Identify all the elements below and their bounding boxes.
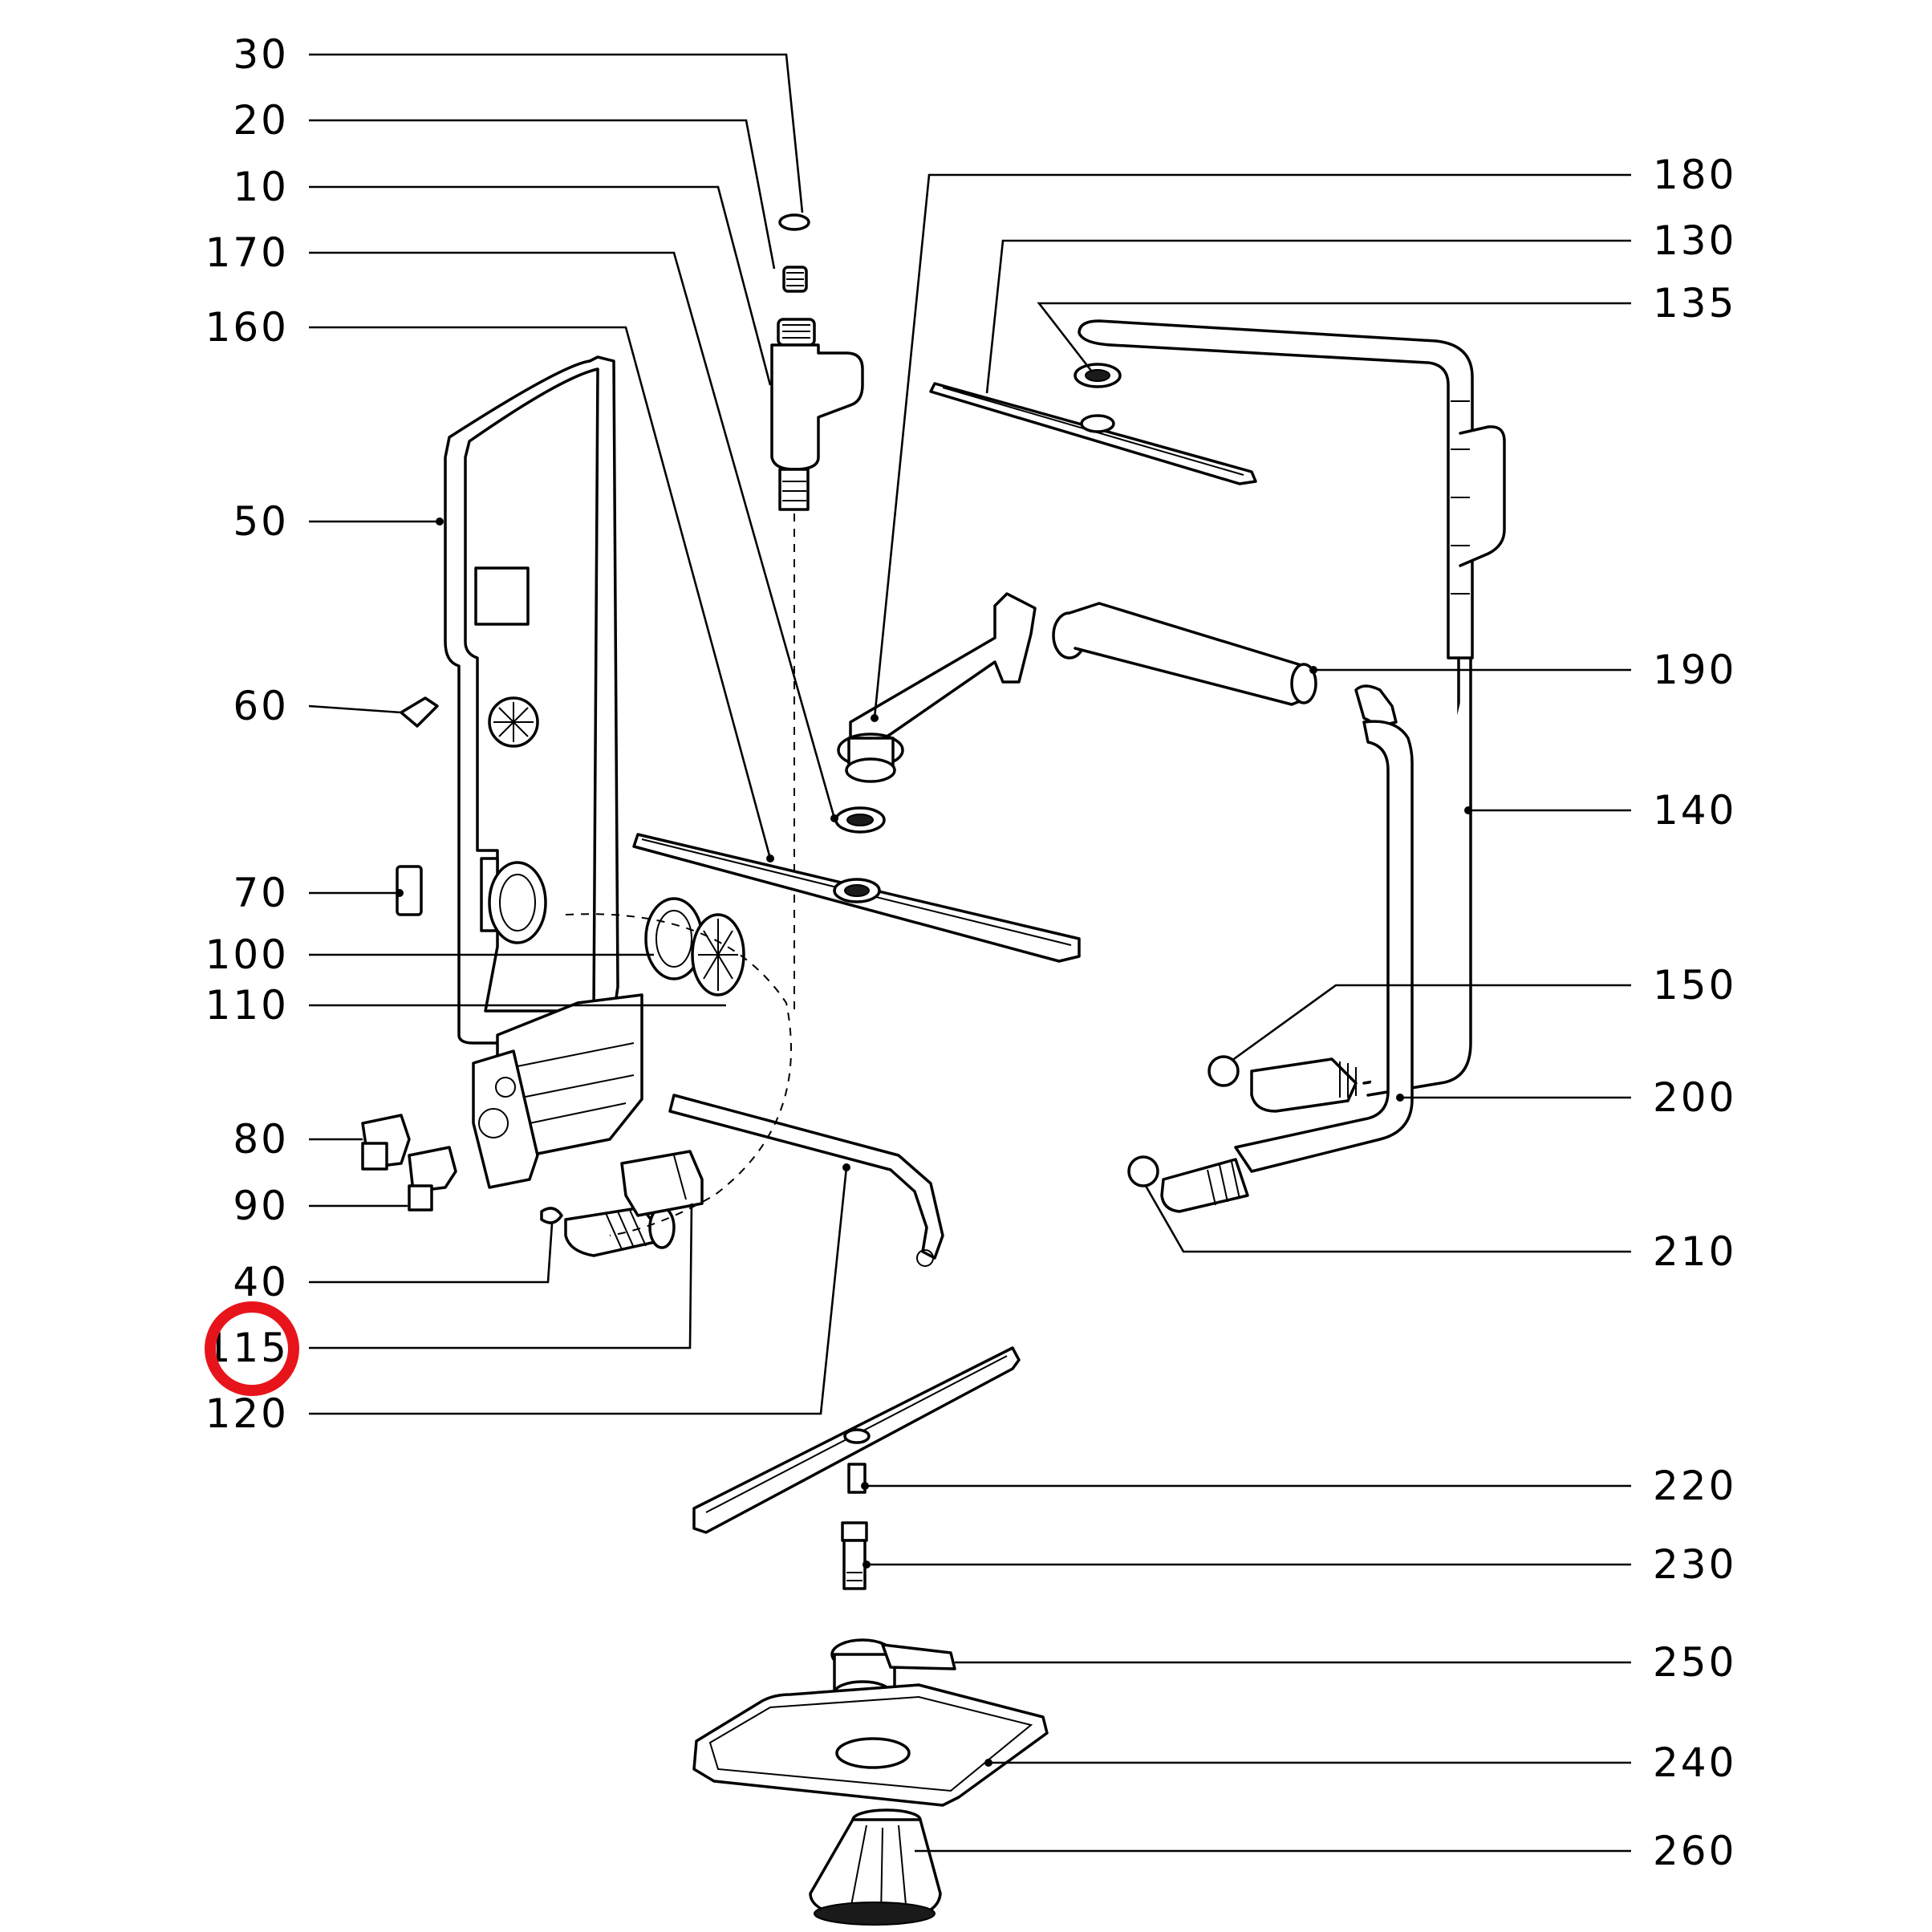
supply-pipe-140	[1078, 319, 1506, 1097]
filter-tube	[564, 1206, 676, 1257]
label-170: 170	[205, 229, 289, 276]
label-120: 120	[205, 1390, 289, 1437]
highlight-circle	[205, 1301, 299, 1396]
water-softener	[472, 993, 643, 1189]
label-50: 50	[233, 498, 289, 545]
label-80: 80	[233, 1116, 289, 1163]
part-drawings	[361, 213, 1506, 1926]
label-180: 180	[1653, 152, 1736, 198]
label-190: 190	[1653, 647, 1736, 693]
air-break-assembly-10	[770, 213, 864, 511]
drain-hose-200	[1160, 684, 1414, 1213]
label-20: 20	[233, 97, 289, 144]
label-150: 150	[1653, 962, 1736, 1009]
upper-spray-arm-130	[929, 363, 1257, 485]
label-30: 30	[233, 31, 289, 78]
label-130: 130	[1653, 217, 1736, 264]
clamp-150	[1208, 1055, 1240, 1087]
leader-lines	[308, 53, 1631, 1853]
leader-dots	[396, 518, 1472, 1767]
connecting-pipe-190	[1052, 602, 1317, 706]
seal-100	[644, 897, 704, 980]
callout-labels: 30 20 10 170 160 50 60 70 100 110 80 90 …	[205, 31, 1736, 1874]
coarse-filter-260	[809, 1808, 942, 1926]
hose-120	[668, 1094, 944, 1267]
label-220: 220	[1653, 1463, 1736, 1509]
label-110: 110	[205, 982, 289, 1029]
label-200: 200	[1653, 1074, 1736, 1121]
label-40: 40	[233, 1259, 289, 1305]
lower-spray-arm-220	[692, 1346, 1021, 1534]
label-100: 100	[205, 932, 289, 978]
label-60: 60	[233, 683, 289, 729]
label-70: 70	[233, 870, 289, 916]
label-240: 240	[1653, 1739, 1736, 1786]
middle-arm-pipe-180	[834, 592, 1037, 834]
door-seal-left	[488, 861, 547, 944]
label-90: 90	[233, 1183, 289, 1229]
label-135: 135	[1653, 280, 1736, 327]
middle-spray-arm-160	[632, 833, 1081, 963]
label-160: 160	[205, 304, 289, 351]
filter-ring-110	[691, 913, 745, 996]
clamp-210	[1127, 1155, 1159, 1187]
valve-80	[361, 1114, 411, 1171]
shaft-230	[841, 1521, 868, 1590]
switch-60	[400, 696, 439, 728]
side-panel-50	[444, 355, 619, 1045]
connector-dashed	[565, 913, 792, 1236]
label-10: 10	[233, 164, 289, 210]
label-210: 210	[1653, 1228, 1736, 1275]
module-115	[620, 1150, 704, 1217]
clip-40	[540, 1207, 563, 1224]
label-230: 230	[1653, 1541, 1736, 1588]
label-250: 250	[1653, 1639, 1736, 1686]
label-260: 260	[1653, 1828, 1736, 1874]
filter-tray-240	[692, 1683, 1049, 1807]
valve-90	[408, 1146, 457, 1212]
label-140: 140	[1653, 787, 1736, 834]
